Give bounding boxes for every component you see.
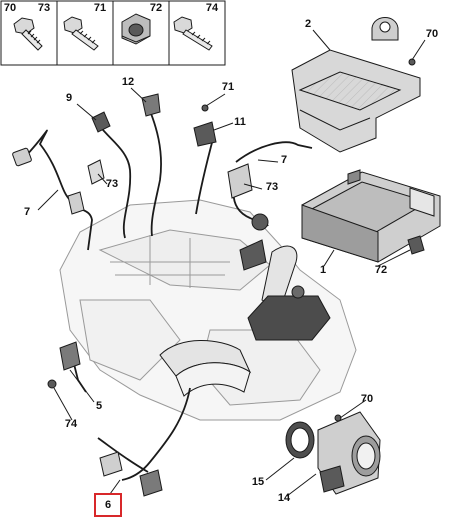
- bolt-74: [47, 379, 57, 389]
- highlighted-callout-6[interactable]: 6: [94, 493, 122, 517]
- callout-11: 11: [234, 116, 246, 128]
- callout-14: 14: [277, 492, 291, 504]
- callout-5: 5: [95, 400, 103, 412]
- sensor-7-connector: [12, 147, 32, 167]
- legend-ref-70: 70: [3, 2, 17, 14]
- legend-ref-73: 73: [37, 2, 51, 14]
- nut-72: [407, 235, 425, 255]
- callout-73-left: 73: [105, 178, 119, 190]
- sensor-12: [141, 93, 161, 117]
- legend-ref-71: 71: [93, 2, 107, 14]
- long-bolt-icon: [173, 16, 213, 51]
- legend-ref-72: 72: [149, 2, 163, 14]
- flange-nut-icon: [121, 13, 151, 45]
- bolt-70-top: [408, 58, 416, 66]
- sensor-5: [59, 341, 81, 371]
- callout-70-maf: 70: [360, 393, 374, 405]
- callout-72: 72: [374, 264, 388, 276]
- callout-71: 71: [221, 81, 235, 93]
- flange-bolt-icon: [13, 17, 43, 51]
- fastener-legend: [0, 0, 226, 66]
- wiring-box: [247, 285, 331, 341]
- legend-ref-74: 74: [205, 2, 219, 14]
- callout-15: 15: [251, 476, 265, 488]
- callout-12: 12: [121, 76, 135, 88]
- bolt-71: [201, 104, 209, 112]
- callout-7-right: 7: [280, 154, 288, 166]
- sensor-7-body: [67, 191, 85, 215]
- callout-70: 70: [425, 28, 439, 40]
- callout-1: 1: [319, 264, 327, 276]
- threaded-bolt-icon: [63, 16, 99, 51]
- ecu-module: [301, 169, 441, 263]
- callout-6: 6: [104, 499, 112, 511]
- callout-74: 74: [64, 418, 78, 430]
- sensor-11: [193, 121, 217, 147]
- sensor-parts: [12, 58, 425, 497]
- sensor-6-connector: [99, 451, 123, 477]
- callout-2: 2: [304, 18, 312, 30]
- callout-7-left: 7: [23, 206, 31, 218]
- leader-lines: [37, 29, 426, 497]
- sensor-7-right-tip: [251, 213, 269, 231]
- sensor-7-right: [227, 163, 253, 199]
- sensor-73-right: [239, 239, 267, 271]
- sensor-6-body: [139, 469, 163, 497]
- ecu-bracket: [291, 17, 421, 153]
- callout-9: 9: [65, 92, 73, 104]
- sensor-9: [91, 111, 111, 133]
- bolt-73-left: [87, 159, 105, 185]
- mass-airflow-sensor: [285, 411, 381, 495]
- callout-73-right: 73: [265, 181, 279, 193]
